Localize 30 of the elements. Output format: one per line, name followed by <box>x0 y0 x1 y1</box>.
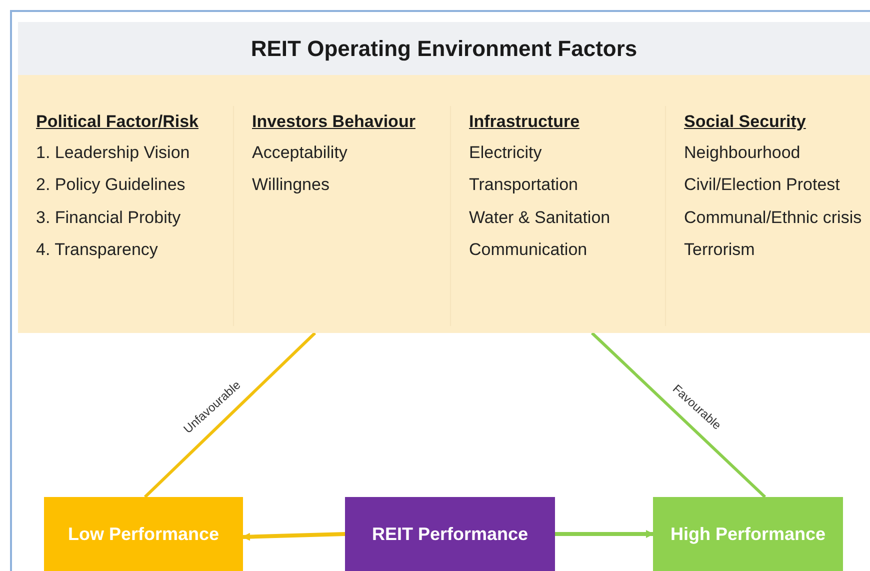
column-heading: Infrastructure <box>469 112 581 132</box>
performance-box <box>653 497 843 571</box>
connector-line <box>144 332 316 498</box>
box-label: High Performance <box>670 524 826 544</box>
factor-item: 1. Leadership Vision <box>36 142 191 164</box>
column-heading: Social Security <box>684 112 807 132</box>
factor-item: Acceptability <box>252 142 348 164</box>
factor-item: Civil/Election Protest <box>684 174 841 196</box>
factor-item: Communication <box>469 238 588 260</box>
column-heading: Investors Behaviour <box>252 112 416 132</box>
arrow <box>555 530 654 538</box>
factor-item: Terrorism <box>684 238 756 260</box>
factor-item: 4. Transparency <box>36 238 159 260</box>
factor-item: Neighbourhood <box>684 142 802 164</box>
performance-box <box>345 497 555 571</box>
connector-line <box>590 332 766 498</box>
factor-item: Electricity <box>469 142 543 164</box>
factor-item: Water & Sanitation <box>469 206 612 228</box>
factor-item: Transportation <box>469 174 579 196</box>
factor-item: 2. Policy Guidelines <box>36 174 186 196</box>
panel-title: REIT Operating Environment Factors <box>250 36 638 62</box>
column-heading: Political Factor/Risk <box>36 112 200 132</box>
arrow <box>242 532 346 541</box>
factor-item: Willingnes <box>252 174 330 196</box>
factor-item: Communal/Ethnic crisis <box>684 206 863 228</box>
performance-box <box>44 497 243 571</box>
factor-item: 3. Financial Probity <box>36 206 182 228</box>
box-label: Low Performance <box>68 524 220 544</box>
factors-panel <box>18 22 870 333</box>
box-label: REIT Performance <box>372 524 528 544</box>
